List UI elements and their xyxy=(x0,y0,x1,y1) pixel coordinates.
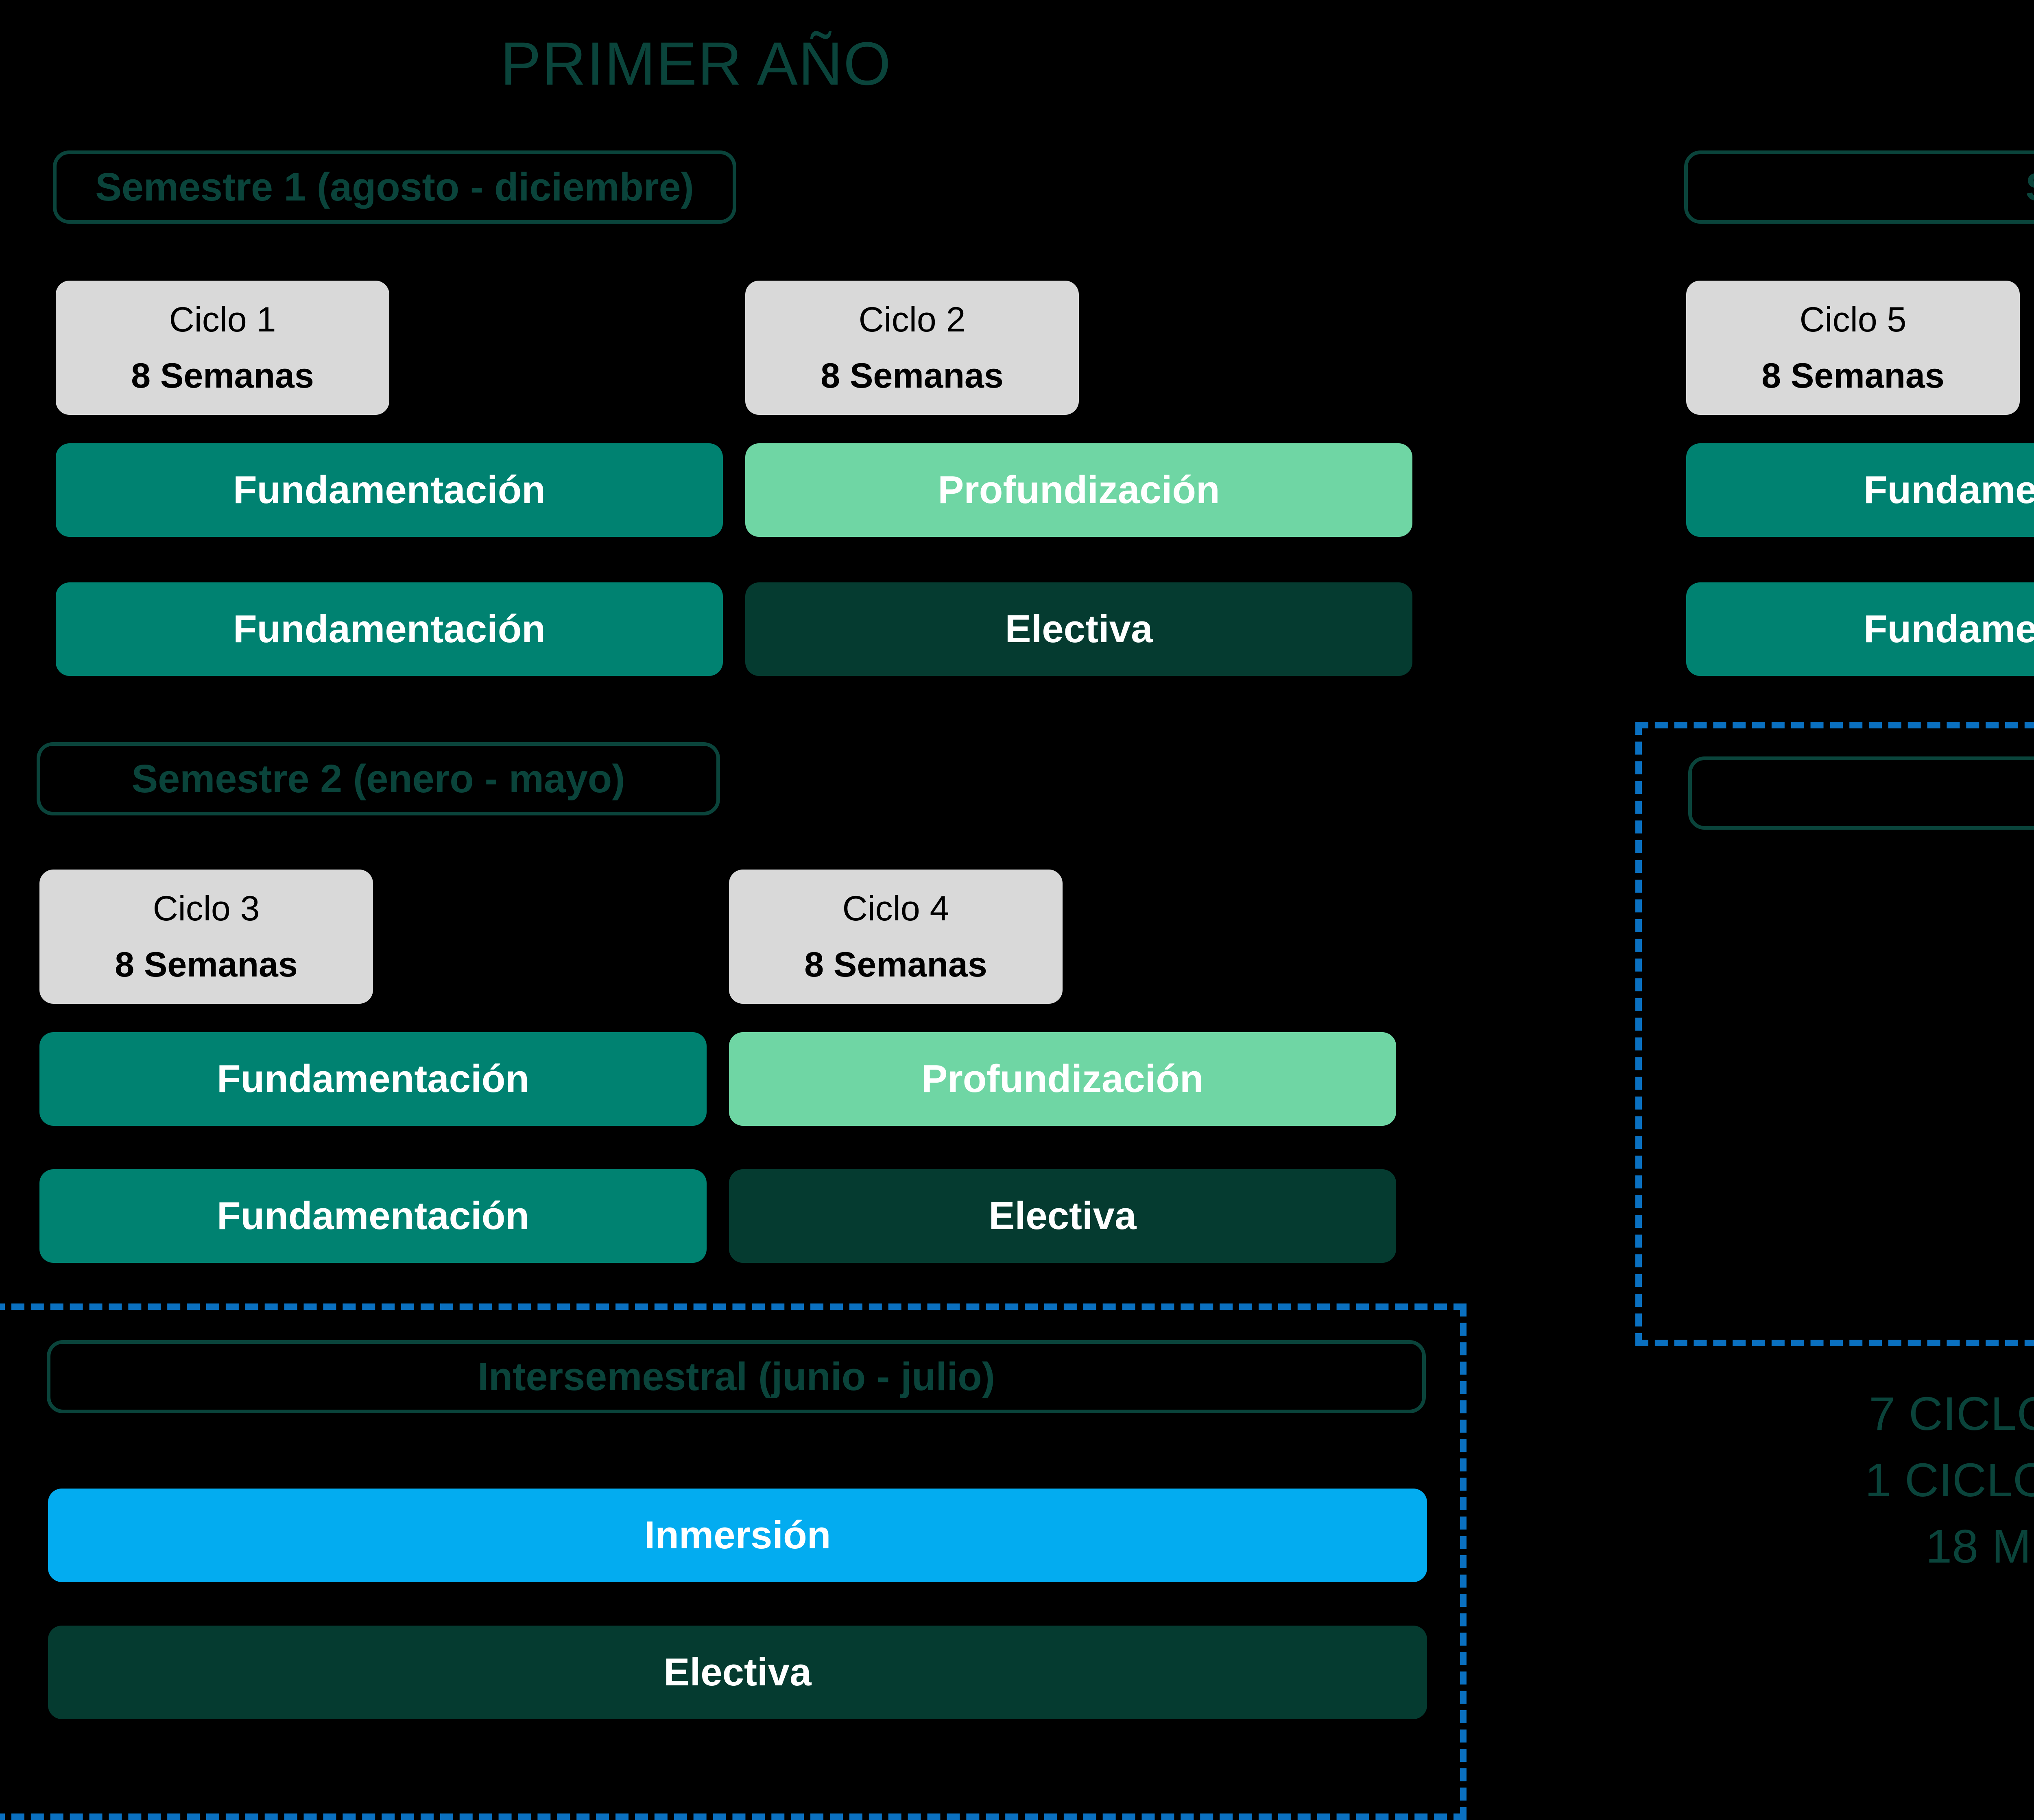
course-chip-fundamentacion[interactable]: Fundamentación xyxy=(56,582,723,676)
year-column-primer-ano: PRIMER AÑO Semestre 1 (agosto - diciembr… xyxy=(0,29,1467,1820)
cycle-weeks: 8 Semanas xyxy=(1761,356,1945,395)
course-chip-fundamentacion[interactable]: Fundamentación xyxy=(39,1169,707,1263)
cycle-name: Ciclo 2 xyxy=(858,300,966,339)
summary-line: 1 CICLO EN PERIODO INTERSEMESTRAL xyxy=(1865,1454,2034,1507)
semester-header-semestre-1: Semestre 1 (agosto - diciembre) xyxy=(53,150,736,224)
cycle-card-ciclo-4: Ciclo 4 8 Semanas xyxy=(729,870,1063,1004)
course-chip-fundamentacion[interactable]: Fundamentación xyxy=(39,1032,707,1126)
semester-header-semestre-3: Semestre 3 (agosto - diciembre) xyxy=(1684,150,2034,224)
cycle-card-ciclo-1: Ciclo 1 8 Semanas xyxy=(56,281,389,415)
semester-header-intersemestral: Intersemestral (junio - julio) xyxy=(47,1340,1426,1413)
cycle-weeks: 8 Semanas xyxy=(115,945,298,984)
semester-header-semestre-2: Semestre 2 (enero - mayo) xyxy=(37,742,720,815)
course-chip-electiva[interactable]: Electiva xyxy=(48,1626,1427,1719)
cycle-card-ciclo-3: Ciclo 3 8 Semanas xyxy=(39,870,373,1004)
course-chip-profundizacion[interactable]: Profundización xyxy=(729,1032,1396,1126)
semester-header-semestre-4: Semestre 4 (enero - junio) xyxy=(1688,756,2034,830)
cycle-name: Ciclo 3 xyxy=(153,889,260,928)
cycle-weeks: 8 Semanas xyxy=(804,945,987,984)
course-chip-profundizacion[interactable]: Profundización xyxy=(745,443,1412,537)
course-chip-inmersion[interactable]: Inmersión xyxy=(48,1489,1427,1582)
summary-block: 7 CICLOS EN SEMESTRES ACADÉMICOS 1 CICLO… xyxy=(1660,1383,2034,1644)
cycle-card-ciclo-2: Ciclo 2 8 Semanas xyxy=(745,281,1079,415)
cycle-name: Ciclo 4 xyxy=(842,889,949,928)
course-chip-electiva[interactable]: Electiva xyxy=(729,1169,1396,1263)
course-chip-fundamentacion[interactable]: Fundamentación xyxy=(56,443,723,537)
cycle-card-ciclo-5: Ciclo 5 8 Semanas xyxy=(1686,281,2020,415)
course-chip-fundamentacion[interactable]: Fundamentación xyxy=(1686,443,2034,537)
year-title-primer-ano: PRIMER AÑO xyxy=(500,29,892,98)
course-chip-electiva[interactable]: Electiva xyxy=(745,582,1412,676)
cycle-name: Ciclo 5 xyxy=(1799,300,1907,339)
cycle-weeks: 8 Semanas xyxy=(821,356,1004,395)
summary-line: 18 MESES EFECTIVOS DE ESTUDIO xyxy=(1925,1520,2034,1573)
summary-line: 7 CICLOS EN SEMESTRES ACADÉMICOS xyxy=(1869,1387,2034,1440)
cycle-name: Ciclo 1 xyxy=(169,300,276,339)
cycle-weeks: 8 Semanas xyxy=(131,356,314,395)
course-chip-fundamentacion[interactable]: Fundamentación xyxy=(1686,582,2034,676)
year-column-segundo-ano: SEGUNDO AÑO Semestre 3 (agosto - diciemb… xyxy=(1554,0,2034,1816)
